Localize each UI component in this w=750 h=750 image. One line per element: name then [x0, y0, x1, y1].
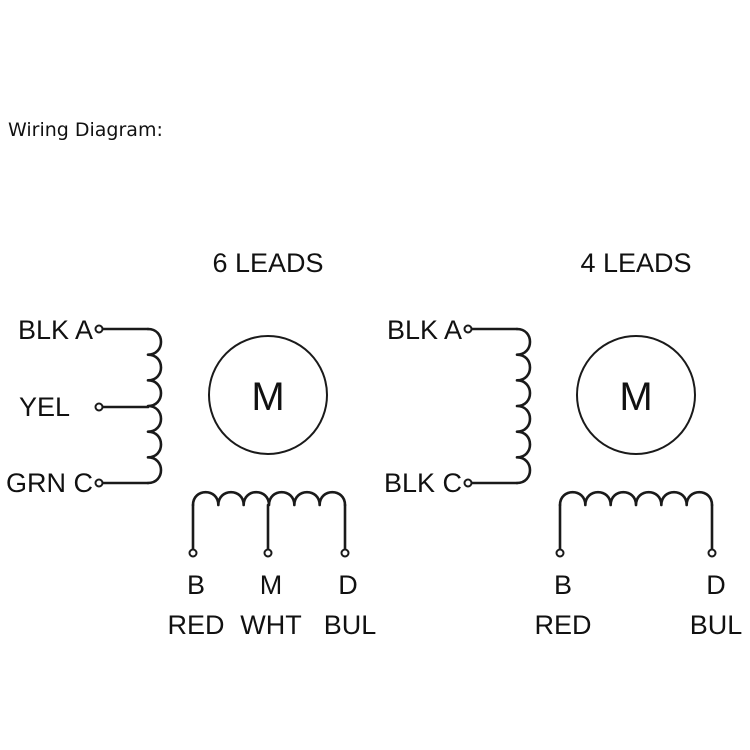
- phase-b-winding: [191, 490, 347, 507]
- pin-label-b: B: [187, 570, 205, 600]
- terminal-blk-a: [463, 324, 473, 334]
- phase-b-winding: [558, 490, 714, 507]
- terminal-b: [188, 548, 198, 558]
- color-label-bul: BUL: [324, 610, 377, 640]
- four-lead-diagram: 4 LEADS M BLK A BLK C B D RED BUL: [384, 248, 742, 640]
- terminal-m: [263, 548, 273, 558]
- six-lead-heading: 6 LEADS: [212, 248, 323, 278]
- pin-label-d: D: [706, 570, 726, 600]
- lead-label-grn-c: GRN C: [6, 468, 93, 498]
- phase-b-coil: B M D RED WHT BUL: [167, 490, 377, 640]
- phase-a-coil: BLK A BLK C: [384, 315, 532, 498]
- lead-label-blk-c: BLK C: [384, 468, 462, 498]
- pin-label-d: D: [338, 570, 358, 600]
- motor-circle: [576, 335, 696, 455]
- phase-a-winding: [146, 327, 163, 485]
- motor-circle: [208, 335, 328, 455]
- color-label-red: RED: [534, 610, 591, 640]
- lead-label-blk-a: BLK A: [387, 315, 462, 345]
- phase-a-coil: BLK A YEL GRN C: [6, 315, 163, 498]
- pin-label-b: B: [554, 570, 572, 600]
- motor-symbol: M: [208, 335, 328, 455]
- color-label-bul: BUL: [690, 610, 743, 640]
- terminal-yel: [94, 402, 104, 412]
- motor-label: M: [251, 375, 284, 419]
- terminal-grn-c: [94, 478, 104, 488]
- phase-a-winding: [515, 327, 532, 485]
- terminal-blk-a: [94, 324, 104, 334]
- terminal-d: [340, 548, 350, 558]
- four-lead-heading: 4 LEADS: [580, 248, 691, 278]
- diagram-title: Wiring Diagram:: [8, 119, 163, 141]
- color-label-red: RED: [167, 610, 224, 640]
- lead-label-yel: YEL: [19, 392, 70, 422]
- motor-symbol: M: [576, 335, 696, 455]
- terminal-d: [707, 548, 717, 558]
- terminal-blk-c: [463, 478, 473, 488]
- terminal-b: [555, 548, 565, 558]
- phase-b-coil: B D RED BUL: [534, 490, 743, 640]
- pin-label-m: M: [260, 570, 283, 600]
- motor-label: M: [619, 375, 652, 419]
- color-label-wht: WHT: [240, 610, 301, 640]
- lead-label-blk-a: BLK A: [18, 315, 93, 345]
- six-lead-diagram: 6 LEADS M BLK A YEL GRN C B: [6, 248, 376, 640]
